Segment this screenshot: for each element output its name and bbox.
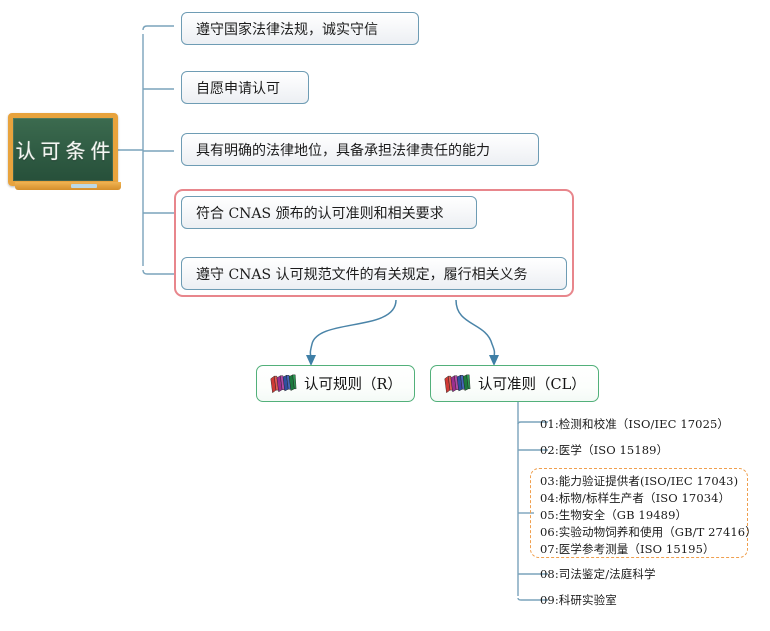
condition-label-3: 具有明确的法律地位，具备承担法律责任的能力: [196, 142, 490, 159]
books-icon: [444, 373, 471, 393]
criteria-subgroup-frame: [530, 468, 748, 558]
criteria-item-03[interactable]: 03:能力验证提供者(ISO/IEC 17043): [540, 474, 739, 488]
condition-box-2[interactable]: 自愿申请认可: [181, 71, 309, 104]
condition-box-5[interactable]: 遵守 CNAS 认可规范文件的有关规定，履行相关义务: [181, 257, 567, 290]
document-node-criteria-label: 认可准则（CL）: [478, 377, 586, 393]
criteria-item-08[interactable]: 08:司法鉴定/法庭科学: [540, 567, 656, 581]
criteria-item-01[interactable]: 01:检测和校准（ISO/IEC 17025）: [540, 417, 730, 431]
criteria-subgroup-list: 03:能力验证提供者(ISO/IEC 17043) 04:标物/标样生产者（IS…: [540, 474, 757, 557]
books-icon: [270, 373, 297, 393]
criteria-item-09[interactable]: 09:科研实验室: [540, 593, 617, 607]
root-node-label: 认可条件: [15, 139, 116, 163]
branch-arm-5: [142, 269, 174, 275]
criteria-item-06[interactable]: 06:实验动物饲养和使用（GB/T 27416）: [540, 525, 757, 539]
root-node[interactable]: 认可条件: [8, 113, 121, 190]
branch-arm-1: [142, 25, 174, 31]
condition-box-3[interactable]: 具有明确的法律地位，具备承担法律责任的能力: [181, 133, 539, 166]
chalkboard-surface: [13, 118, 113, 181]
chalk-piece-icon: [71, 184, 97, 188]
document-node-rules-label: 认可规则（R）: [304, 377, 402, 393]
document-node-rules[interactable]: 认可规则（R）: [256, 365, 415, 402]
chalkboard-ledge: [15, 182, 121, 190]
condition-label-2: 自愿申请认可: [196, 80, 280, 97]
arrow-curve-to-rules: [309, 299, 397, 361]
arrow-curve-to-criteria: [455, 299, 496, 361]
condition-box-1[interactable]: 遵守国家法律法规，诚实守信: [181, 12, 419, 45]
criteria-item-02[interactable]: 02:医学（ISO 15189）: [540, 443, 669, 457]
criteria-item-04[interactable]: 04:标物/标样生产者（ISO 17034）: [540, 491, 731, 505]
criteria-item-05[interactable]: 05:生物安全（GB 19489）: [540, 508, 688, 522]
condition-label-1: 遵守国家法律法规，诚实守信: [196, 21, 378, 38]
cnas-requirements-group-frame: [174, 189, 574, 297]
criteria-item-07[interactable]: 07:医学参考测量（ISO 15195）: [540, 542, 715, 556]
condition-label-5: 遵守 CNAS 认可规范文件的有关规定，履行相关义务: [196, 266, 528, 283]
condition-box-4[interactable]: 符合 CNAS 颁布的认可准则和相关要求: [181, 196, 477, 229]
document-node-criteria[interactable]: 认可准则（CL）: [430, 365, 599, 402]
condition-label-4: 符合 CNAS 颁布的认可准则和相关要求: [196, 205, 444, 222]
